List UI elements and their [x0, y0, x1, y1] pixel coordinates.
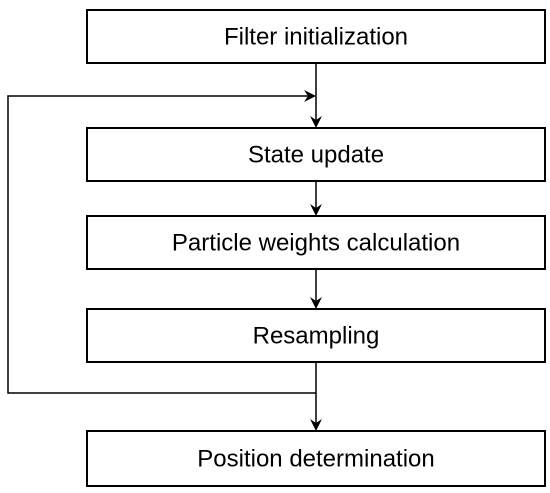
edge-feedback-loop — [7, 90, 316, 394]
node-label: Resampling — [253, 322, 380, 349]
node-position-determination: Position determination — [86, 430, 546, 487]
node-box — [86, 308, 546, 363]
node-box — [86, 215, 546, 270]
node-label: Position determination — [197, 445, 434, 472]
node-label: Particle weights calculation — [172, 229, 460, 256]
node-particle-weights-calculation: Particle weights calculation — [86, 215, 546, 270]
node-filter-initialization: Filter initialization — [86, 9, 546, 64]
node-label: State update — [248, 141, 384, 168]
node-box — [86, 430, 546, 487]
node-resampling: Resampling — [86, 308, 546, 363]
node-box — [86, 9, 546, 64]
node-label: Filter initialization — [224, 23, 408, 50]
node-state-update: State update — [86, 127, 546, 182]
node-box — [86, 127, 546, 182]
